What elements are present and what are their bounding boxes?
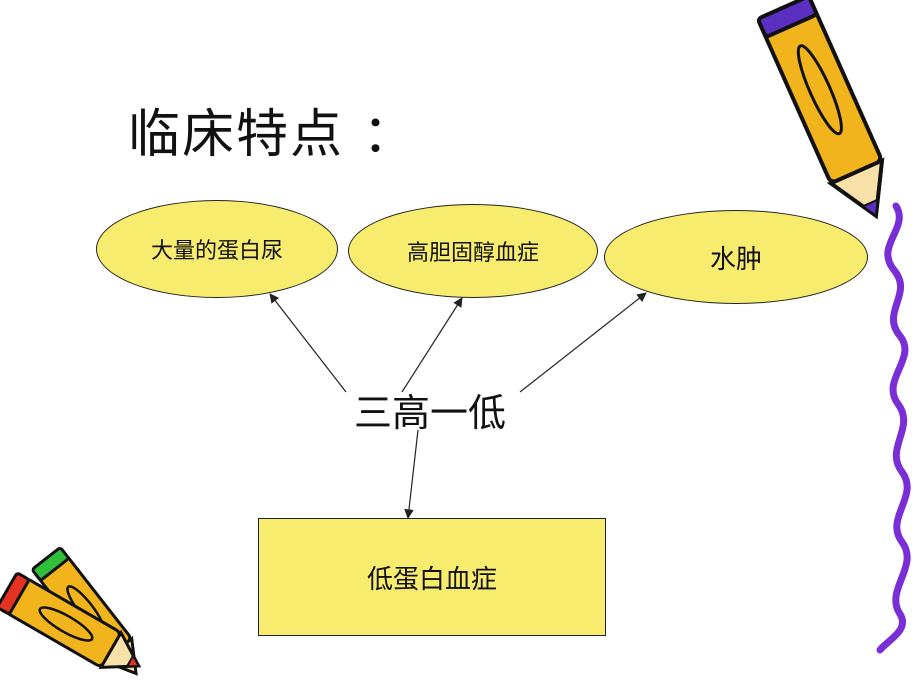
node-hypercholesterolemia-label: 高胆固醇血症 <box>406 241 539 266</box>
node-hypercholesterolemia: 高胆固醇血症 <box>348 204 598 298</box>
node-hypoproteinemia: 低蛋白血症 <box>258 518 606 636</box>
arrow-to-proteinuria <box>269 293 347 393</box>
node-proteinuria: 大量的蛋白尿 <box>96 200 338 298</box>
pencil-icon <box>0 572 142 669</box>
center-label: 三高一低 <box>354 391 507 435</box>
squiggle-line <box>876 202 911 654</box>
arrow-to-hypercholesterolemia <box>401 297 463 393</box>
node-edema: 水肿 <box>604 210 868 304</box>
arrow-to-hypoproteinemia <box>404 429 419 519</box>
node-proteinuria-label: 大量的蛋白尿 <box>150 239 283 264</box>
page-title: 临床特点 ： <box>128 105 417 165</box>
node-edema-label: 水肿 <box>709 244 762 275</box>
arrow-to-edema <box>519 292 647 393</box>
node-hypoproteinemia-label: 低蛋白血症 <box>366 564 497 595</box>
pencil-icon <box>756 0 885 220</box>
